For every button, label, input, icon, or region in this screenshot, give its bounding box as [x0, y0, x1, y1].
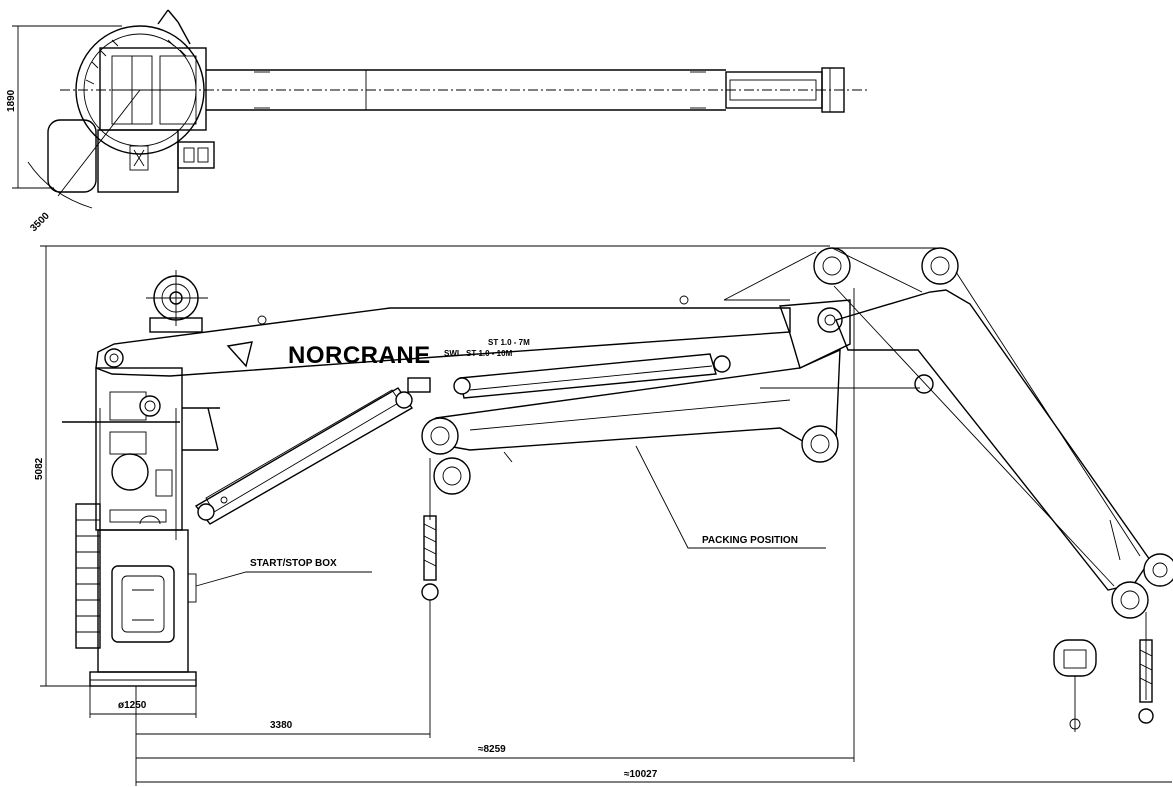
dim-min-reach: 3380	[270, 720, 293, 731]
dim-overall-height: 5082	[34, 457, 45, 480]
swl-prefix: SWL	[444, 349, 462, 358]
label-start-stop-box: START/STOP BOX	[250, 558, 337, 569]
plan-view: 1890 3500	[6, 9, 868, 234]
label-packing-position: PACKING POSITION	[702, 535, 798, 546]
dim-mid-reach: ≈8259	[478, 744, 506, 755]
brand-name: NORCRANE	[288, 342, 431, 369]
dim-max-reach: ≈10027	[624, 769, 658, 780]
dim-top-height: 1890	[6, 89, 17, 112]
swl-line1: ST 1.0 - 7M	[488, 338, 530, 347]
swl-line2: ST 1.0 - 10M	[466, 349, 513, 358]
dim-top-radius: 3500	[28, 210, 52, 234]
side-view: 5082	[34, 245, 1173, 786]
dim-pedestal-dia: ø1250	[118, 700, 147, 711]
